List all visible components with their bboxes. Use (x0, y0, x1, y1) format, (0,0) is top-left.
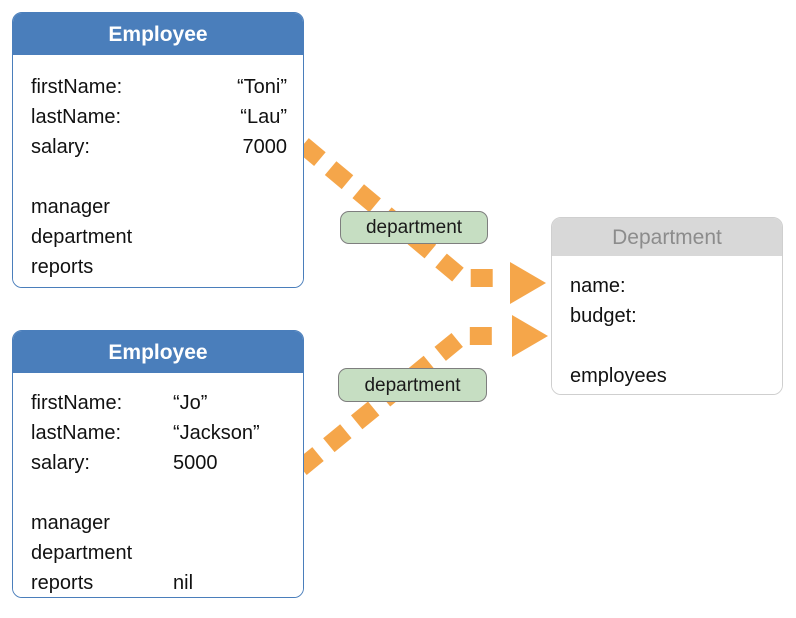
slot-key-department: department (31, 542, 133, 564)
slot-key-name: name: (570, 275, 626, 297)
slot-key-reports: reports (31, 256, 94, 278)
object-header-employee-toni: Employee (13, 13, 303, 55)
slot-value-salary: 5000 (173, 452, 218, 474)
object-box-department[interactable]: Department name: budget: employees (551, 217, 783, 395)
slot-value-lastname: “Lau” (240, 106, 287, 128)
link-label-department-jo[interactable]: department (338, 368, 487, 402)
object-header-employee-jo: Employee (13, 331, 303, 373)
object-box-employee-jo[interactable]: Employee firstName: “Jo” lastName: “Jack… (12, 330, 304, 598)
slot-key-reports: reports (31, 572, 94, 594)
slot-key-department: department (31, 226, 133, 248)
slot-key-manager: manager (31, 196, 110, 218)
object-box-employee-toni[interactable]: Employee firstName: “Toni” lastName: “La… (12, 12, 304, 288)
object-body-employee-jo: firstName: “Jo” lastName: “Jackson” sala… (13, 373, 303, 597)
link-label-department-toni[interactable]: department (340, 211, 488, 244)
slot-key-manager: manager (31, 512, 110, 534)
slot-key-salary: salary: (31, 452, 90, 474)
slot-key-firstname: firstName: (31, 76, 123, 98)
slot-value-salary: 7000 (242, 136, 288, 158)
slot-value-lastname: “Jackson” (173, 422, 260, 444)
slot-key-employees: employees (570, 365, 667, 387)
object-header-department: Department (552, 218, 782, 256)
slot-key-lastname: lastName: (31, 422, 122, 444)
slot-key-budget: budget: (570, 305, 637, 327)
slot-key-firstname: firstName: (31, 392, 123, 414)
object-body-department: name: budget: employees (552, 256, 782, 394)
slot-key-salary: salary: (31, 136, 90, 158)
object-body-employee-toni: firstName: “Toni” lastName: “Lau” salary… (13, 55, 303, 287)
slot-value-reports: nil (173, 572, 194, 594)
slot-key-lastname: lastName: (31, 106, 122, 128)
slot-value-firstname: “Jo” (173, 392, 208, 414)
slot-value-firstname: “Toni” (236, 76, 287, 98)
